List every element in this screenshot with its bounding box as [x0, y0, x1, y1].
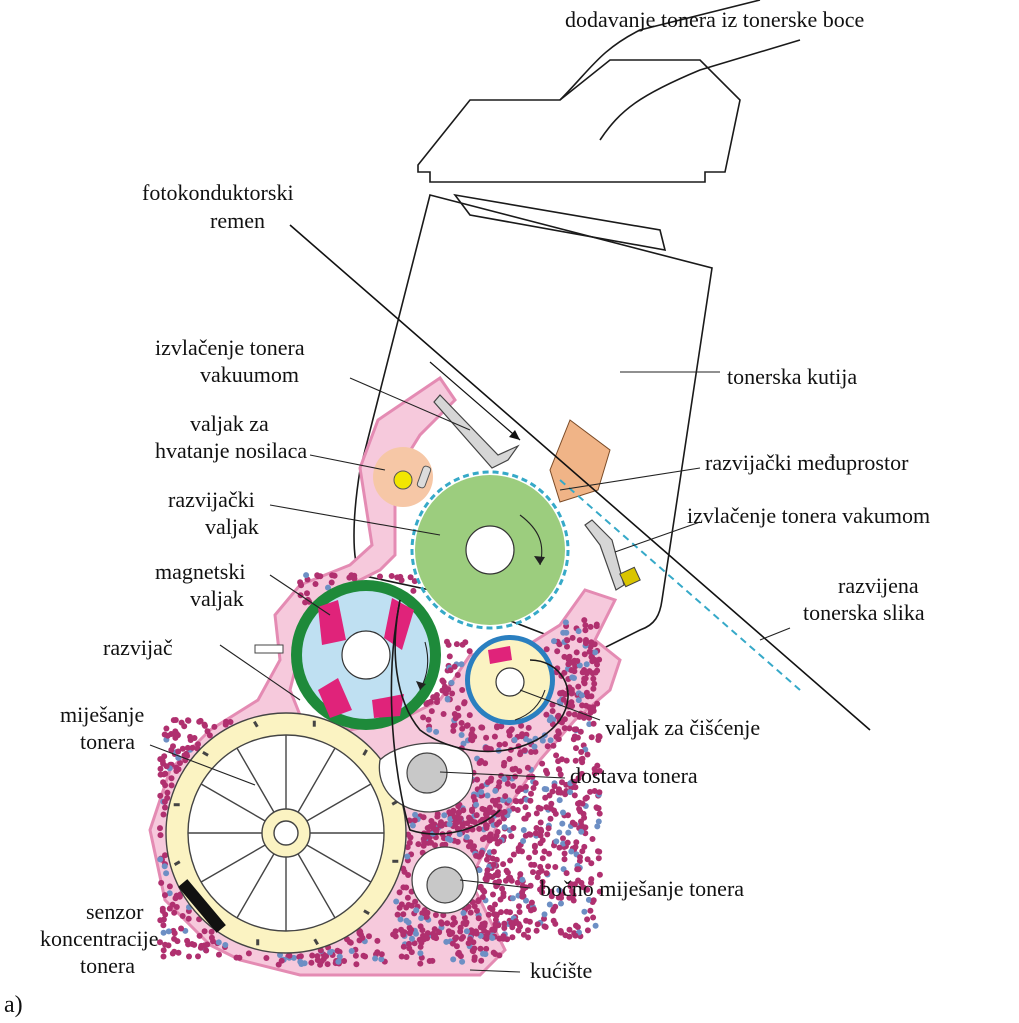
label-side-mixing: bočno miješanje tonera — [540, 876, 744, 901]
label-belt-line-2: remen — [210, 208, 265, 233]
developing-gap-blade — [550, 420, 610, 502]
cleaning-roller — [465, 635, 555, 725]
label-magnet-roller-line-1: magnetski — [155, 559, 245, 584]
vacuum-extraction-right — [585, 520, 640, 590]
label-toner-box: tonerska kutija — [727, 364, 857, 389]
label-vacuum-left-line-1: izvlačenje tonera — [155, 335, 305, 360]
label-mixing-line-2: tonera — [80, 729, 135, 754]
label-dev-gap: razvijački međuprostor — [705, 450, 909, 475]
toner-bottle-feed — [418, 0, 800, 250]
housing-tab — [255, 645, 283, 653]
label-delivery: dostava tonera — [570, 763, 698, 788]
label-developed-image-line-2: tonerska slika — [803, 600, 925, 625]
side-mixing-auger — [412, 847, 478, 913]
label-mixing-line-1: miješanje — [60, 702, 144, 727]
panel-letter: a) — [4, 992, 23, 1018]
developing-roller — [412, 472, 568, 628]
label-carrier-roller-line-2: hvatanje nosilaca — [155, 438, 307, 463]
label-carrier-roller-line-1: valjak za — [190, 411, 269, 436]
label-supply: dodavanje tonera iz tonerske boce — [565, 7, 864, 32]
label-sensor-line-2: koncentracije — [40, 926, 159, 951]
label-belt-line-1: fotokonduktorski — [142, 180, 294, 205]
label-vacuum-right: izvlačenje tonera vakumom — [687, 503, 930, 528]
vacuum-extraction-left — [434, 395, 518, 468]
mixing-wheel — [166, 713, 406, 953]
label-magnet-roller-line-2: valjak — [190, 586, 244, 611]
label-vacuum-left-line-2: vakuumom — [200, 362, 299, 387]
magnetic-roller — [291, 580, 441, 730]
carrier-pickup-roller — [373, 447, 433, 507]
label-developed-image-line-1: razvijena — [838, 573, 919, 598]
label-developer: razvijač — [103, 635, 173, 660]
label-dev-roller-line-2: valjak — [205, 514, 259, 539]
label-cleaning-roller: valjak za čišćenje — [605, 715, 760, 740]
label-dev-roller-line-1: razvijački — [168, 487, 255, 512]
label-sensor-line-1: senzor — [86, 899, 144, 924]
label-sensor-line-3: tonera — [80, 953, 135, 978]
label-housing: kućište — [530, 958, 592, 983]
